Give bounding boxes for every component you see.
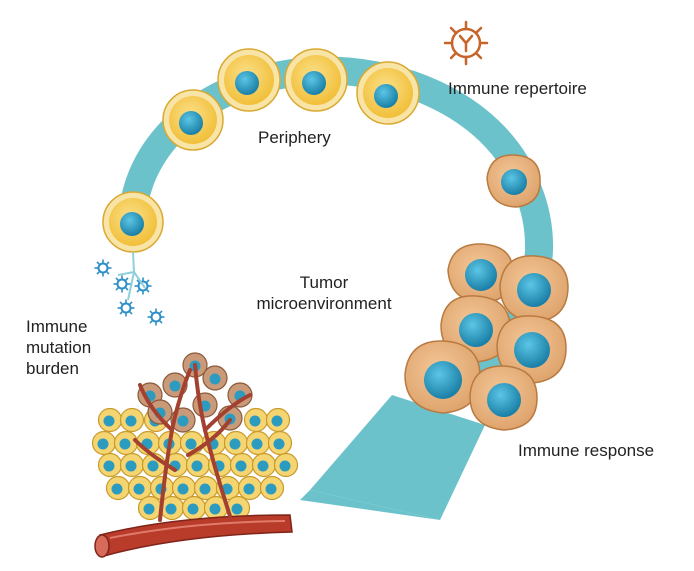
tumor-cell xyxy=(267,430,293,456)
immune-mutation-burden-label: Immune mutation burden xyxy=(26,316,136,379)
antibody-virus-icon xyxy=(443,20,489,66)
tumor-cell xyxy=(171,475,197,501)
tumor-cell xyxy=(243,407,269,433)
tumor-cell xyxy=(202,365,228,391)
activated-cell xyxy=(404,340,481,414)
tumor-cell xyxy=(193,475,219,501)
virus-particle-icon xyxy=(94,259,112,277)
tumor-cell xyxy=(265,407,291,433)
immune-mutation-burden-line: mutation xyxy=(26,338,92,357)
activated-cell xyxy=(499,255,569,323)
tumor-cell xyxy=(137,495,163,521)
tumor-cell xyxy=(237,475,263,501)
activated-cell xyxy=(496,315,567,384)
tumor-cell xyxy=(159,495,185,521)
virus-particle-icon xyxy=(134,277,152,295)
tumor-microenvironment-line: Tumor xyxy=(299,273,349,292)
virus-particle-icon xyxy=(147,308,165,326)
activated-cells xyxy=(404,154,569,431)
tumor-cell xyxy=(229,452,255,478)
tumor-cell xyxy=(223,430,249,456)
immune-response-label: Immune response xyxy=(518,441,655,460)
tumor-cell xyxy=(181,495,207,521)
blood-vessel-icon xyxy=(94,363,293,558)
tumor-cell xyxy=(251,452,277,478)
tumor-microenvironment-label: Tumor microenvironment xyxy=(244,272,404,314)
virus-particle-icon xyxy=(113,275,131,293)
immune-repertoire-label: Immune repertoire xyxy=(448,79,587,98)
tumor-cell xyxy=(97,452,123,478)
tumor-cell xyxy=(185,452,211,478)
resting-cell xyxy=(162,89,224,151)
tumor-cell xyxy=(119,452,145,478)
tumor-cell xyxy=(273,452,299,478)
immune-mutation-burden-line: burden xyxy=(26,359,79,378)
resting-cell xyxy=(217,48,281,112)
virus-particles xyxy=(94,259,165,326)
virus-particle-icon xyxy=(117,299,135,317)
tumor-microenvironment-line: microenvironment xyxy=(256,294,392,313)
activated-cell xyxy=(447,243,514,304)
resting-cell xyxy=(284,48,348,112)
tumor-cell xyxy=(97,407,123,433)
immune-mutation-burden-line: Immune xyxy=(26,317,88,336)
arrow-head-tip xyxy=(300,490,440,520)
tumor-cell xyxy=(91,430,117,456)
tumor-cell xyxy=(259,475,285,501)
resting-cell xyxy=(356,61,420,125)
arrow-head xyxy=(310,395,485,520)
tumor-cell xyxy=(245,430,271,456)
virus-tether xyxy=(117,251,146,301)
resting-cells xyxy=(102,48,420,253)
resting-cell xyxy=(102,191,164,253)
tumor-cell xyxy=(127,475,153,501)
tumor-cell xyxy=(192,392,218,418)
periphery-label: Periphery xyxy=(258,128,331,147)
activated-cell xyxy=(486,154,541,208)
tumor-cell xyxy=(105,475,131,501)
tumor-cell xyxy=(225,495,251,521)
activated-cell xyxy=(469,365,538,431)
tumor-cell xyxy=(119,407,145,433)
tumor-cell xyxy=(113,430,139,456)
